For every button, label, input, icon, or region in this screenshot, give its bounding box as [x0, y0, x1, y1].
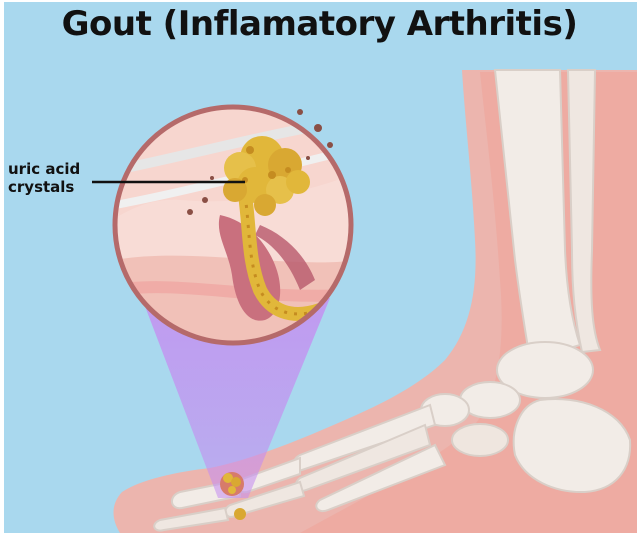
label-line-1: uric acid: [8, 160, 80, 178]
label-line-2: crystals: [8, 178, 80, 196]
cuboid-bone: [452, 424, 508, 456]
uric-acid-crystals-label: uric acid crystals: [8, 160, 80, 196]
diagram-title: Gout (Inflamatory Arthritis): [0, 4, 639, 44]
